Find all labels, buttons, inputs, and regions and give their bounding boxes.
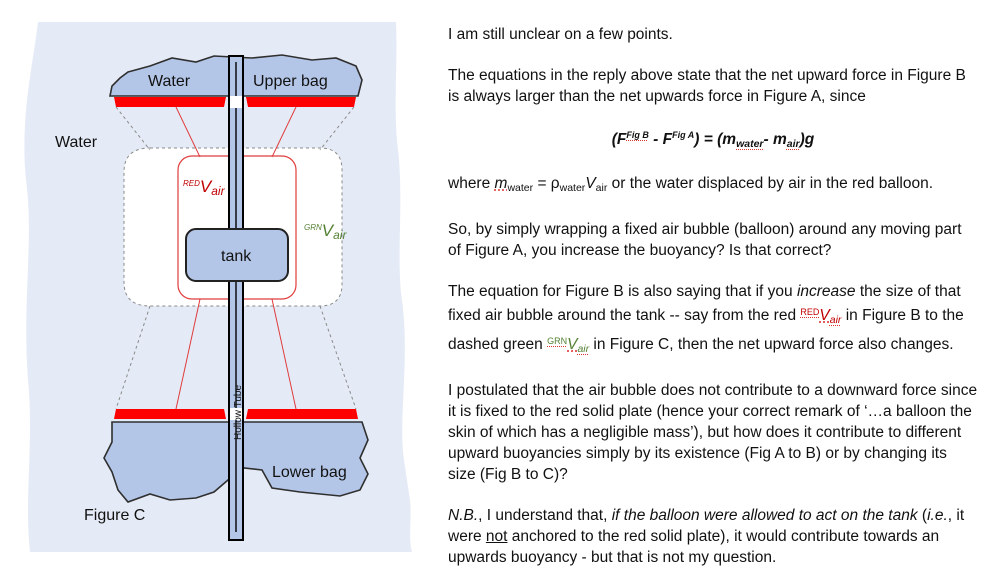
upper-plate-right — [246, 97, 356, 107]
p5-grn-v: V — [567, 336, 577, 353]
p7-ie: i.e. — [927, 507, 948, 524]
lower-plate-right — [246, 409, 358, 419]
p3-c: or the water displaced by air in the red… — [607, 175, 933, 192]
p3-sub-air: air — [596, 182, 608, 194]
hollow-tube-label: Hollow Tube — [233, 385, 244, 440]
paragraph-2: The equations in the reply above state t… — [448, 65, 978, 107]
p7-nb: N.B. — [448, 507, 478, 524]
p3-v: V — [585, 175, 595, 192]
p7-em1: if the balloon were allowed to act on th… — [612, 507, 918, 524]
eq-sub-water: water — [736, 138, 763, 150]
p5-grn-sub: air — [577, 343, 589, 355]
p5-d: in Figure C, then the net upward force a… — [589, 336, 953, 353]
paragraph-6: I postulated that the air bubble does no… — [448, 380, 978, 485]
tank-label: tank — [221, 248, 252, 265]
eq-sub-air: air — [787, 138, 800, 150]
paragraph-1: I am still unclear on a few points. — [448, 24, 978, 45]
green-vair-sup: GRN — [304, 223, 322, 232]
upper-bag-label: Upper bag — [253, 73, 328, 90]
upper-plate-left — [114, 97, 226, 107]
eq-mid: ) = (m — [694, 131, 736, 148]
p5-a: The equation for Figure B is also saying… — [448, 283, 797, 300]
p3-sub-water-2: water — [560, 182, 586, 194]
paragraph-5: The equation for Figure B is also saying… — [448, 281, 978, 360]
p3-a: where — [448, 175, 495, 192]
upper-water-label: Water — [148, 73, 191, 90]
eq-minus2: - m — [764, 131, 787, 148]
paragraph-3: where mwater = ρwaterVair or the water d… — [448, 173, 978, 199]
p7-not: not — [486, 528, 508, 545]
hollow-tube — [229, 56, 243, 540]
red-vair-sub: air — [211, 184, 225, 198]
eq-minus: - F — [649, 131, 672, 148]
p7-d: anchored to the red solid plate), it wou… — [448, 528, 939, 566]
p5-red-v: V — [819, 307, 829, 324]
green-vair-sub: air — [333, 228, 347, 242]
p3-m: m — [495, 175, 508, 192]
tube-top-gap — [228, 96, 244, 108]
p5-increase: increase — [797, 283, 856, 300]
paragraph-4: So, by simply wrapping a fixed air bubbl… — [448, 219, 978, 261]
eq-open: (F — [612, 131, 627, 148]
figure-label: Figure C — [84, 507, 145, 524]
p7-b: ( — [918, 507, 927, 524]
p5-red-sub: air — [830, 314, 842, 326]
p5-red-sup: RED — [800, 307, 819, 317]
p3-sub-water: water — [507, 182, 533, 194]
eq-end: )g — [800, 131, 815, 148]
p3-b: = ρ — [533, 175, 559, 192]
water-label: Water — [55, 134, 98, 151]
p5-grn-sup: GRN — [547, 336, 567, 346]
lower-plate-left — [114, 409, 226, 419]
p7-a: , I understand that, — [478, 507, 612, 524]
buoyancy-diagram-figure-c: Water Upper bag Water tank Lower bag Fig… — [0, 0, 440, 559]
red-vair-sup: RED — [183, 179, 200, 188]
question-text-panel: I am still unclear on a few points. The … — [448, 24, 978, 568]
eq-sup-fig-a: Fig A — [672, 130, 694, 140]
lower-bag-label: Lower bag — [272, 464, 347, 481]
eq-sup-fig-b: Fig B — [626, 130, 649, 140]
equation-line: (FFig B - FFig A) = (mwater- mair)g — [448, 125, 978, 155]
